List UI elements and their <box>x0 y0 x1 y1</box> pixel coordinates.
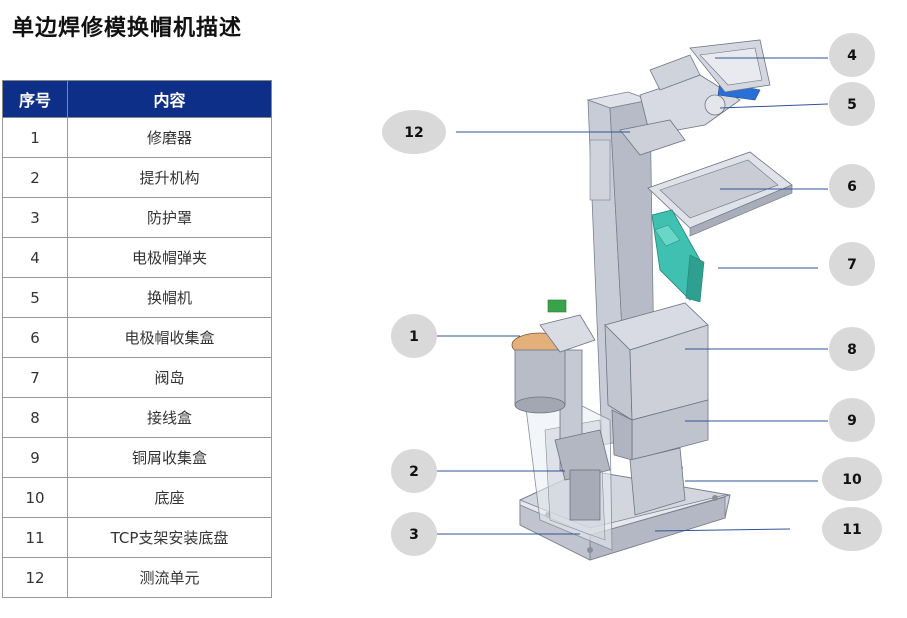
callout-12: 12 <box>382 110 446 154</box>
row-number: 6 <box>2 317 68 358</box>
row-content: 换帽机 <box>67 277 272 318</box>
valve-island <box>651 209 705 303</box>
chip-collection-box <box>611 399 709 461</box>
row-content: 底座 <box>67 477 272 518</box>
row-content: 修磨器 <box>67 117 272 158</box>
row-number: 9 <box>2 437 68 478</box>
callout-4: 4 <box>829 33 875 77</box>
callout-3: 3 <box>391 512 437 556</box>
header-content: 内容 <box>67 80 272 118</box>
leader-line-11 <box>654 528 791 532</box>
row-number: 12 <box>2 557 68 598</box>
cap-magazine <box>689 39 771 93</box>
row-number: 3 <box>2 197 68 238</box>
row-content: 接线盒 <box>67 397 272 438</box>
cap-collection-box <box>647 151 793 237</box>
callout-label-7: 7 <box>847 257 857 273</box>
callout-label-10: 10 <box>842 472 862 488</box>
row-content: 提升机构 <box>67 157 272 198</box>
leader-line-5 <box>719 103 829 109</box>
callout-bubbles: 1 2 3 4 5 6 7 8 <box>382 33 882 556</box>
leader-lines <box>437 57 829 535</box>
callout-label-8: 8 <box>847 342 857 358</box>
callout-label-4: 4 <box>847 48 857 64</box>
row-number: 10 <box>2 477 68 518</box>
junction-box <box>604 302 709 421</box>
callout-label-9: 9 <box>847 413 857 429</box>
callout-label-12: 12 <box>404 125 423 141</box>
page-title: 单边焊修模换帽机描述 <box>12 16 243 41</box>
callout-5: 5 <box>829 82 875 126</box>
row-number: 11 <box>2 517 68 558</box>
table-header-row: 序号 内容 <box>2 80 272 118</box>
row-number: 7 <box>2 357 68 398</box>
callout-label-3: 3 <box>409 527 419 543</box>
header-index: 序号 <box>2 80 68 118</box>
callout-6: 6 <box>829 164 875 208</box>
lower-column <box>629 447 686 516</box>
callout-label-2: 2 <box>409 464 419 480</box>
callout-label-5: 5 <box>847 97 857 113</box>
callout-2: 2 <box>391 449 437 493</box>
callout-7: 7 <box>829 242 875 286</box>
callout-11: 11 <box>822 507 882 551</box>
callout-label-6: 6 <box>847 179 857 195</box>
callout-label-1: 1 <box>409 329 419 345</box>
callout-8: 8 <box>829 327 875 371</box>
callout-1: 1 <box>391 314 437 358</box>
row-content: TCP支架安装底盘 <box>67 517 272 558</box>
row-content: 测流单元 <box>67 557 272 598</box>
tip-dresser <box>511 299 596 414</box>
row-content: 电极帽收集盒 <box>67 317 272 358</box>
row-content: 电极帽弹夹 <box>67 237 272 278</box>
callout-label-11: 11 <box>842 522 861 538</box>
callout-9: 9 <box>829 398 875 442</box>
callout-10: 10 <box>822 457 882 501</box>
lift-mechanism <box>554 349 611 521</box>
